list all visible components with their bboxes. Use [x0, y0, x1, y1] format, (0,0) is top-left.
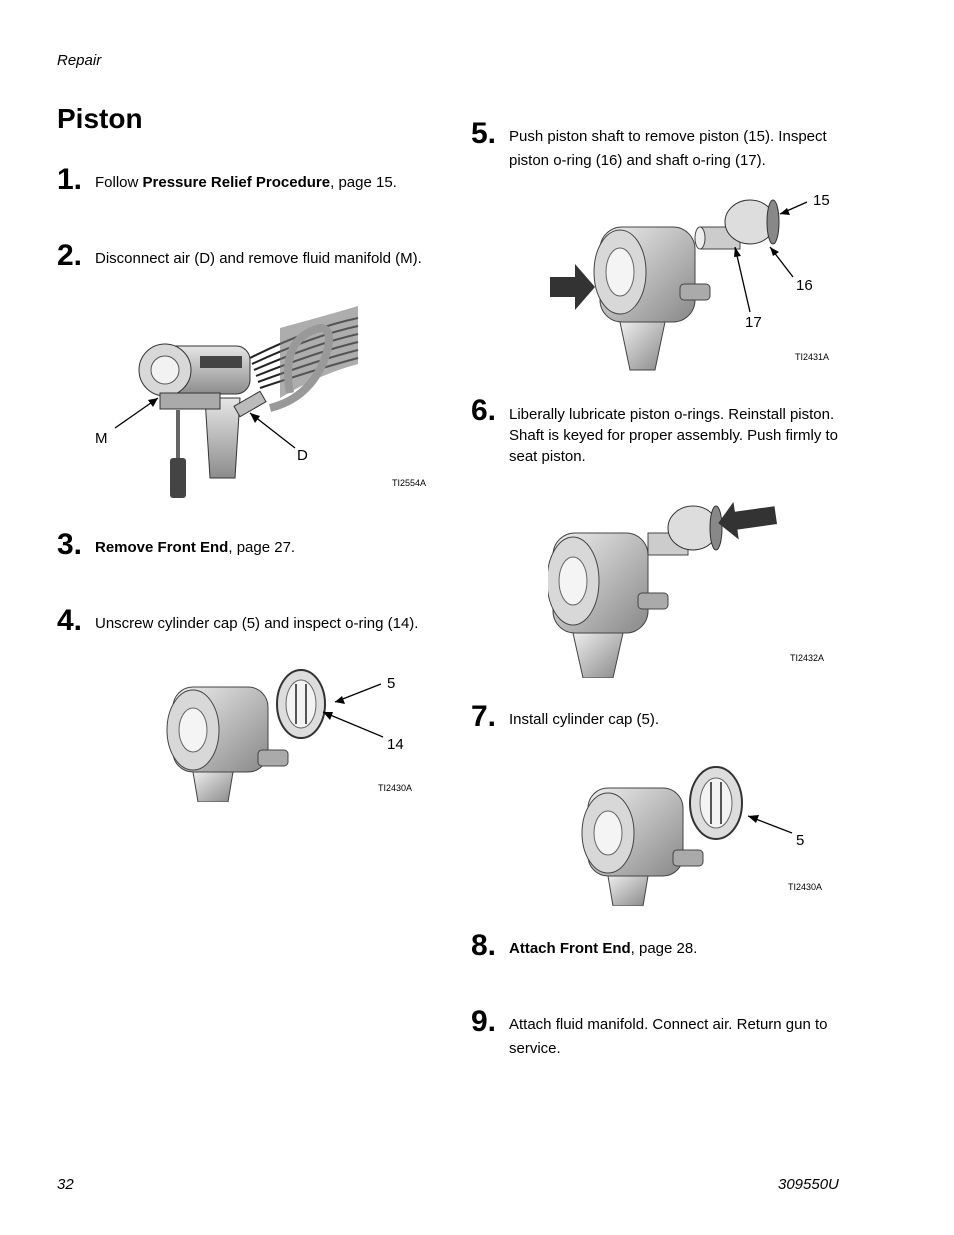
step-text: Remove Front End, page 27. — [95, 539, 296, 556]
gun-cap-illustration — [166, 669, 384, 803]
callout-5: 5 — [387, 675, 396, 692]
step-text: Disconnect air (D) and remove fluid mani… — [95, 250, 422, 267]
step-text: Follow Pressure Relief Procedure, page 1… — [95, 174, 397, 191]
step-text: Unscrew cylinder cap (5) and inspect o-r… — [95, 615, 419, 632]
step-number: 7. — [471, 700, 497, 733]
document-number: 309550U — [778, 1176, 839, 1193]
gun-cap-install-illustration — [581, 766, 793, 907]
push-arrow-icon — [718, 494, 779, 540]
figure-piston-removal: 15 16 17 TI2431A — [545, 192, 845, 372]
figure-cylinder-cap: 5 14 TI2430A — [163, 662, 423, 803]
callout-15: 15 — [813, 192, 830, 209]
figure-id: TI2554A — [392, 478, 427, 488]
step-text: Push piston shaft to remove piston (15).… — [509, 128, 827, 169]
figure-id: TI2432A — [790, 653, 825, 663]
figure-id: TI2431A — [795, 352, 830, 362]
callout-17: 17 — [745, 314, 762, 331]
step-number: 5. — [471, 117, 497, 150]
step-text: Attach Front End, page 28. — [509, 940, 698, 957]
step-number: 3. — [57, 528, 83, 561]
figure-disconnect-air: M D TI2554A — [90, 298, 440, 503]
figure-piston-reinstall: TI2432A — [546, 493, 838, 679]
step-text: Install cylinder cap (5). — [509, 711, 660, 728]
step-text: Attach fluid manifold. Connect air. Retu… — [509, 1016, 828, 1057]
xref-link: Pressure Relief Procedure — [142, 174, 331, 191]
xref-link: Remove Front End — [95, 539, 229, 556]
step-number: 6. — [471, 394, 497, 427]
figure-id: TI2430A — [788, 882, 823, 892]
callout-16: 16 — [796, 277, 813, 294]
piston-removal-illustration — [550, 199, 808, 371]
page-number: 32 — [57, 1176, 74, 1193]
running-header: Repair — [57, 52, 102, 69]
step-number: 8. — [471, 929, 497, 962]
step-number: 2. — [57, 239, 83, 272]
callout-m: M — [95, 430, 108, 447]
figure-install-cap: 5 TI2430A — [578, 758, 838, 907]
xref-link: Attach Front End — [509, 940, 631, 957]
figure-id: TI2430A — [378, 783, 413, 793]
step-number: 4. — [57, 604, 83, 637]
step-text: Liberally lubricate piston o-rings. Rein… — [509, 406, 839, 465]
page-title: Piston — [57, 103, 143, 134]
spray-gun-hose-illustration — [114, 306, 359, 498]
step-number: 1. — [57, 163, 83, 196]
piston-reinstall-illustration — [546, 494, 779, 679]
callout-d: D — [297, 447, 308, 464]
callout-14: 14 — [387, 736, 404, 753]
push-arrow-icon — [550, 264, 595, 310]
callout-5: 5 — [796, 832, 805, 849]
step-number: 9. — [471, 1005, 497, 1038]
